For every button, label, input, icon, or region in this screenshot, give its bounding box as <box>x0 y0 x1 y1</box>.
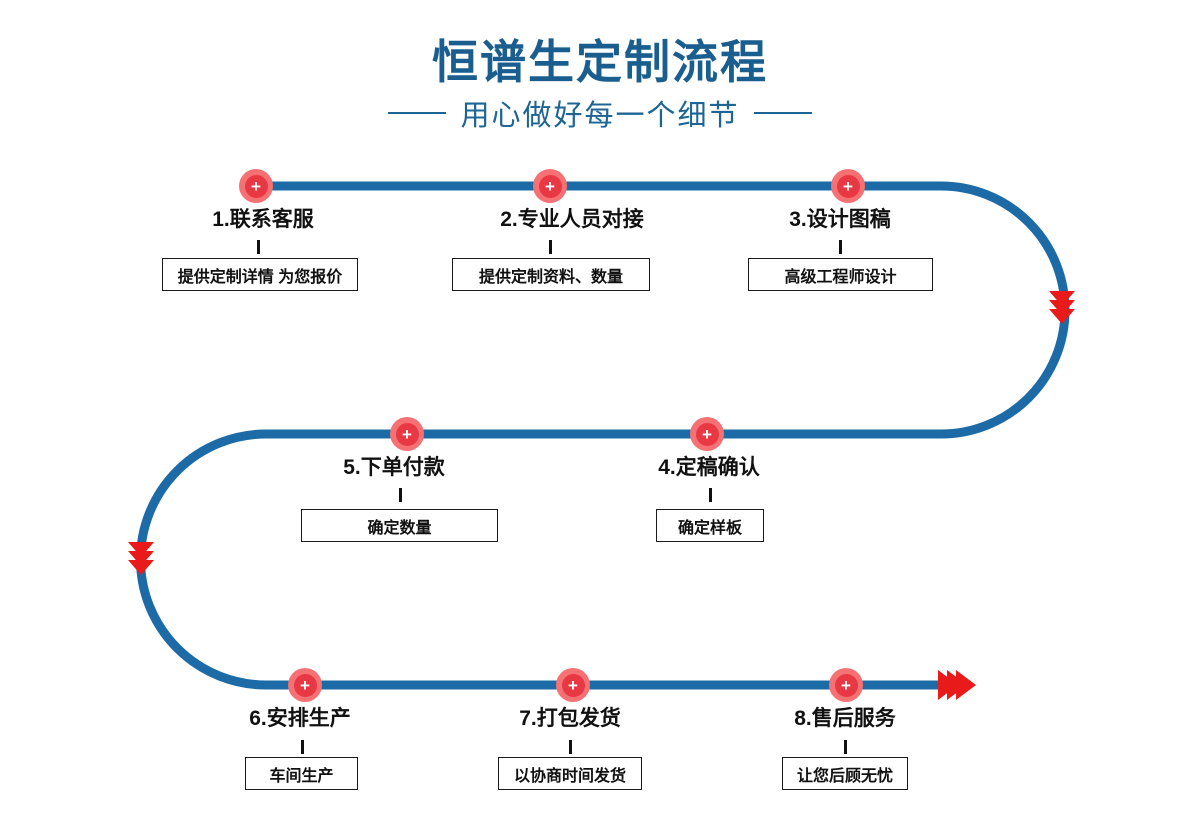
down-arrow-left-icon <box>128 542 154 575</box>
step-note-box: 提供定制详情 为您报价 <box>162 258 358 291</box>
step-note-box: 确定数量 <box>301 509 498 542</box>
step-label: 7.打包发货 <box>519 707 621 730</box>
plus-icon: + <box>834 673 858 697</box>
plus-icon: + <box>244 174 268 198</box>
step-connector <box>569 740 572 754</box>
step-note-box: 以协商时间发货 <box>498 757 642 790</box>
step-connector <box>709 488 712 502</box>
step-label: 5.下单付款 <box>343 456 445 479</box>
step-connector <box>301 740 304 754</box>
end-arrow-icon <box>938 670 976 700</box>
plus-icon: + <box>836 174 860 198</box>
step-marker: + <box>556 668 590 702</box>
subtitle-line-left <box>388 112 447 114</box>
plus-icon: + <box>695 422 719 446</box>
step-label: 3.设计图稿 <box>789 208 891 231</box>
subtitle-line-right <box>753 112 812 114</box>
step-label: 1.联系客服 <box>212 208 314 231</box>
step-connector <box>844 740 847 754</box>
step-label: 4.定稿确认 <box>658 456 760 479</box>
step-label: 2.专业人员对接 <box>500 208 644 231</box>
page-subtitle: 用心做好每一个细节 <box>460 100 740 132</box>
page-title: 恒谱生定制流程 <box>432 36 768 88</box>
step-connector <box>257 240 260 254</box>
down-arrow-right-icon <box>1049 291 1075 324</box>
step-note-box: 车间生产 <box>245 757 358 790</box>
step-marker: + <box>390 417 424 451</box>
step-connector <box>399 488 402 502</box>
process-path <box>136 181 1070 690</box>
plus-icon: + <box>561 673 585 697</box>
step-label: 6.安排生产 <box>249 707 351 730</box>
step-note-box: 确定样板 <box>656 509 764 542</box>
step-marker: + <box>829 668 863 702</box>
step-marker: + <box>690 417 724 451</box>
plus-icon: + <box>293 673 317 697</box>
plus-icon: + <box>395 422 419 446</box>
step-marker: + <box>288 668 322 702</box>
step-connector <box>839 240 842 254</box>
step-marker: + <box>239 169 273 203</box>
step-note-box: 让您后顾无忧 <box>782 757 908 790</box>
step-marker: + <box>831 169 865 203</box>
step-note-box: 高级工程师设计 <box>748 258 933 291</box>
step-note-box: 提供定制资料、数量 <box>452 258 650 291</box>
step-label: 8.售后服务 <box>794 707 896 730</box>
subtitle-row: 用心做好每一个细节 <box>0 92 1200 134</box>
plus-icon: + <box>538 174 562 198</box>
step-connector <box>549 240 552 254</box>
step-marker: + <box>533 169 567 203</box>
